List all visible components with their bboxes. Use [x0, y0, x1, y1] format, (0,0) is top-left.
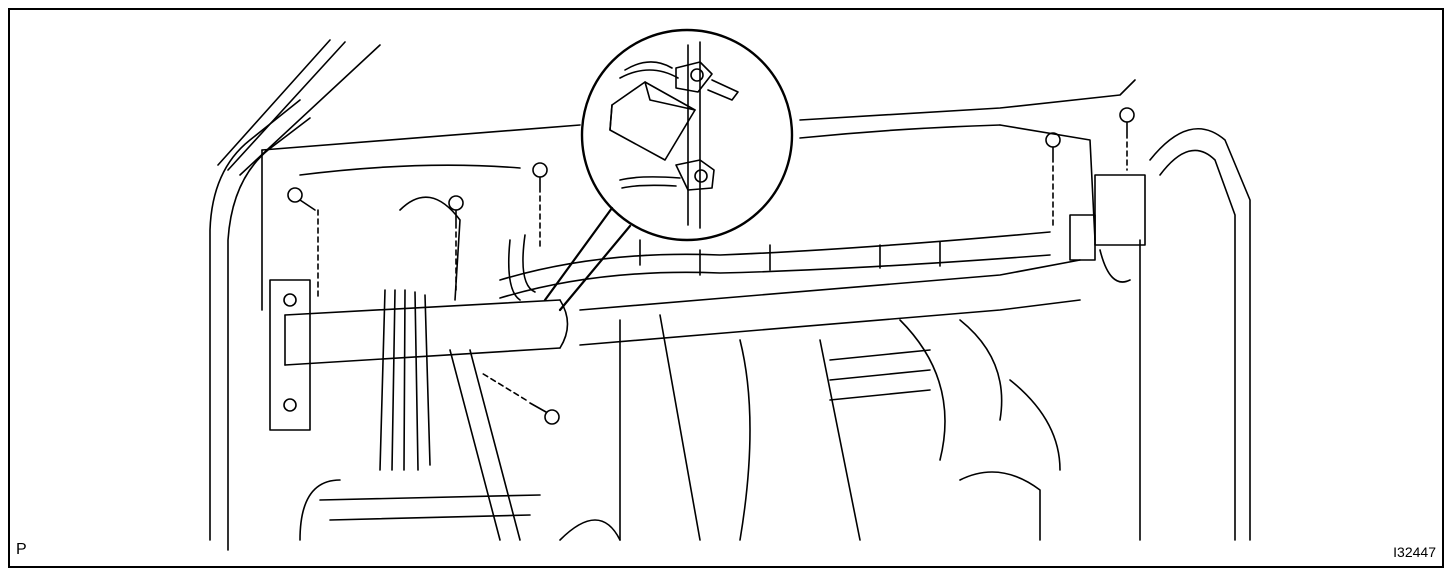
bolt-4-icon	[1045, 132, 1061, 226]
dash-upper-outline	[261, 79, 1136, 311]
detail-callout	[543, 28, 794, 312]
reinforcement-beam	[284, 259, 1081, 366]
bolt-2-icon	[448, 195, 464, 291]
corner-mark: P	[16, 541, 27, 558]
bolt-1-icon	[287, 187, 319, 301]
bolt-6-icon	[479, 371, 560, 425]
windshield-pillar-lines	[209, 39, 381, 551]
lower-structures	[299, 349, 1041, 541]
relay-block	[1069, 174, 1146, 283]
left-bracket	[269, 279, 311, 431]
bolt-5-icon	[1119, 107, 1135, 171]
bolt-3-icon	[532, 162, 548, 251]
heater-unit	[619, 314, 1061, 541]
sensor-detail	[609, 41, 739, 229]
left-wire-bundle	[379, 196, 461, 471]
right-door-frame	[1139, 128, 1251, 541]
figure-id: I32447	[1393, 544, 1436, 560]
wire-harness	[499, 231, 1051, 301]
